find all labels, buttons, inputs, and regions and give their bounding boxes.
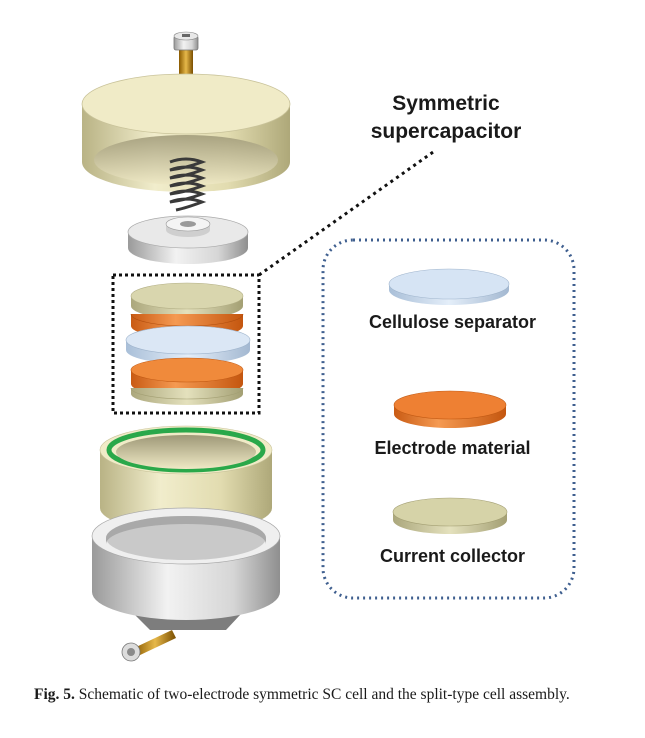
legend-label-collector: Current collector: [379, 546, 526, 566]
bottom-screw: [121, 630, 176, 662]
diagram-title-line1: Symmetric: [392, 92, 500, 115]
stack-collector-bottom: [130, 387, 244, 405]
connector-line: [258, 148, 437, 277]
diagram-title-line2: supercapacitor: [370, 120, 522, 143]
legend-label-electrode: Electrode material: [374, 438, 531, 458]
stack-highlight-box: [111, 273, 261, 415]
spacer-disc: [127, 215, 249, 264]
figure-label: Fig. 5.: [34, 686, 75, 703]
legend-swatch-collector: [392, 497, 508, 534]
legend-box: [321, 238, 576, 600]
spring: [169, 157, 207, 212]
legend-swatch-separator: [388, 268, 510, 305]
bottom-base: [91, 507, 281, 630]
o-ring: [106, 427, 266, 473]
figure-caption: Fig. 5. Schematic of two-electrode symme…: [34, 684, 616, 705]
stack-separator: [125, 325, 251, 364]
legend-swatch-electrode: [393, 390, 507, 428]
legend-label-separator: Cellulose separator: [368, 312, 537, 332]
caption-text: Schematic of two-electrode symmetric SC …: [78, 686, 570, 703]
stack-collector-top: [130, 282, 244, 319]
middle-sleeve: [99, 425, 273, 532]
